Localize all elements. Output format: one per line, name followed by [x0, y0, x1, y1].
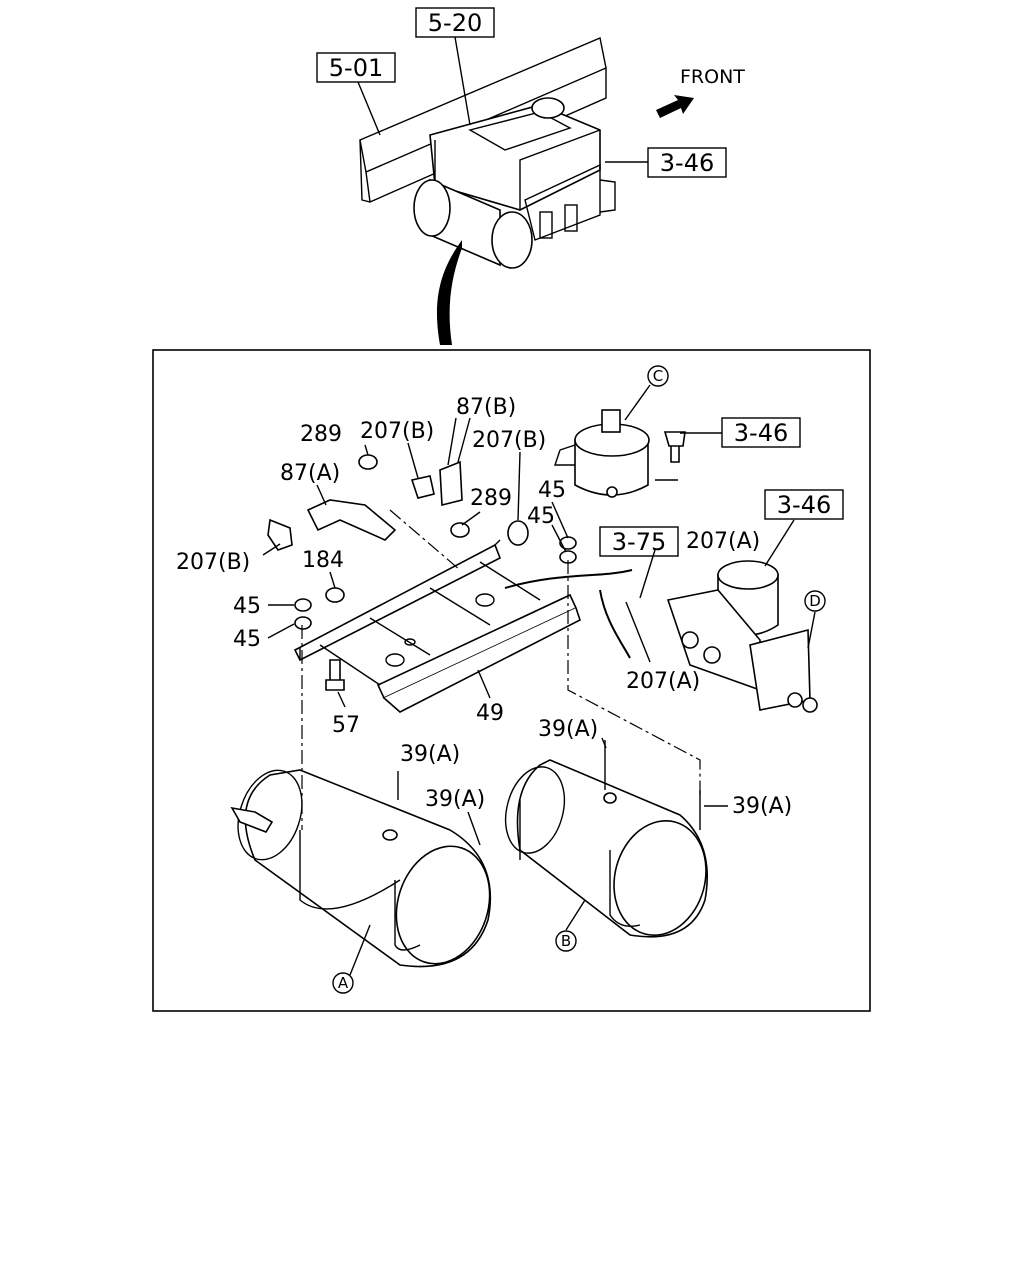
label-45-a: 45	[538, 478, 566, 503]
ref-box-3-46-bolt[interactable]: 3-46	[721, 417, 801, 448]
label-49: 49	[476, 701, 504, 726]
label-207a-bottom: 207(A)	[626, 669, 700, 694]
callout-b: B	[555, 930, 577, 952]
label-207b-b: 207(B)	[472, 428, 546, 453]
label-184: 184	[302, 548, 344, 573]
label-289-mid: 289	[470, 486, 512, 511]
svg-text:5-01: 5-01	[329, 54, 383, 82]
air-dryer-c	[554, 409, 650, 498]
bracket-87a	[306, 499, 397, 541]
ref-box-3-75[interactable]: 3-75	[599, 526, 679, 557]
label-39a-4: 39(A)	[732, 794, 792, 819]
ref-box-5-20[interactable]: 5-20	[415, 7, 495, 38]
svg-text:3-75: 3-75	[612, 528, 666, 556]
valve-assembly-d	[666, 560, 818, 713]
air-tube	[504, 569, 633, 589]
ref-box-3-46-overview[interactable]: 3-46	[647, 147, 727, 178]
label-289-left: 289	[300, 422, 342, 447]
svg-text:5-20: 5-20	[428, 9, 482, 37]
label-39a-2: 39(A)	[538, 717, 598, 742]
label-207b-left: 207(B)	[176, 550, 250, 575]
label-87b-top: 87(B)	[456, 395, 516, 420]
overview-illustration	[359, 37, 616, 345]
svg-text:D: D	[809, 592, 821, 610]
label-39a-3: 39(A)	[425, 787, 485, 812]
callout-a: A	[332, 972, 354, 994]
bracket-87b	[439, 460, 463, 507]
svg-text:3-46: 3-46	[777, 491, 831, 519]
strap	[299, 830, 401, 910]
bolt-57	[325, 659, 345, 691]
label-207a-top: 207(A)	[686, 529, 760, 554]
detail-frame	[152, 349, 871, 1012]
clamp-207b-mid	[410, 475, 435, 499]
svg-text:B: B	[561, 932, 571, 950]
air-tank-a	[230, 769, 492, 968]
svg-text:3-46: 3-46	[734, 419, 788, 447]
front-label: FRONT	[680, 66, 745, 88]
svg-text:A: A	[338, 974, 349, 992]
label-87a: 87(A)	[280, 461, 340, 486]
label-45-c: 45	[233, 594, 261, 619]
air-tank-b	[504, 759, 708, 938]
mounting-bracket	[293, 539, 581, 713]
clamp-207b-left	[267, 518, 293, 551]
ref-box-5-01[interactable]: 5-01	[316, 52, 396, 83]
svg-text:C: C	[653, 367, 663, 385]
label-45-d: 45	[233, 627, 261, 652]
ref-box-3-46-dryer[interactable]: 3-46	[764, 489, 844, 520]
label-45-b: 45	[527, 504, 555, 529]
label-39a-1: 39(A)	[400, 742, 460, 767]
bolt-3-46	[663, 431, 686, 463]
callout-d: D	[804, 590, 826, 612]
label-207b-a: 207(B)	[360, 419, 434, 444]
callout-c: C	[647, 365, 669, 387]
clamp-207b-right	[507, 520, 529, 546]
front-arrow-icon	[656, 95, 694, 118]
svg-text:3-46: 3-46	[660, 149, 714, 177]
nuts	[294, 454, 577, 630]
label-57: 57	[332, 713, 360, 738]
